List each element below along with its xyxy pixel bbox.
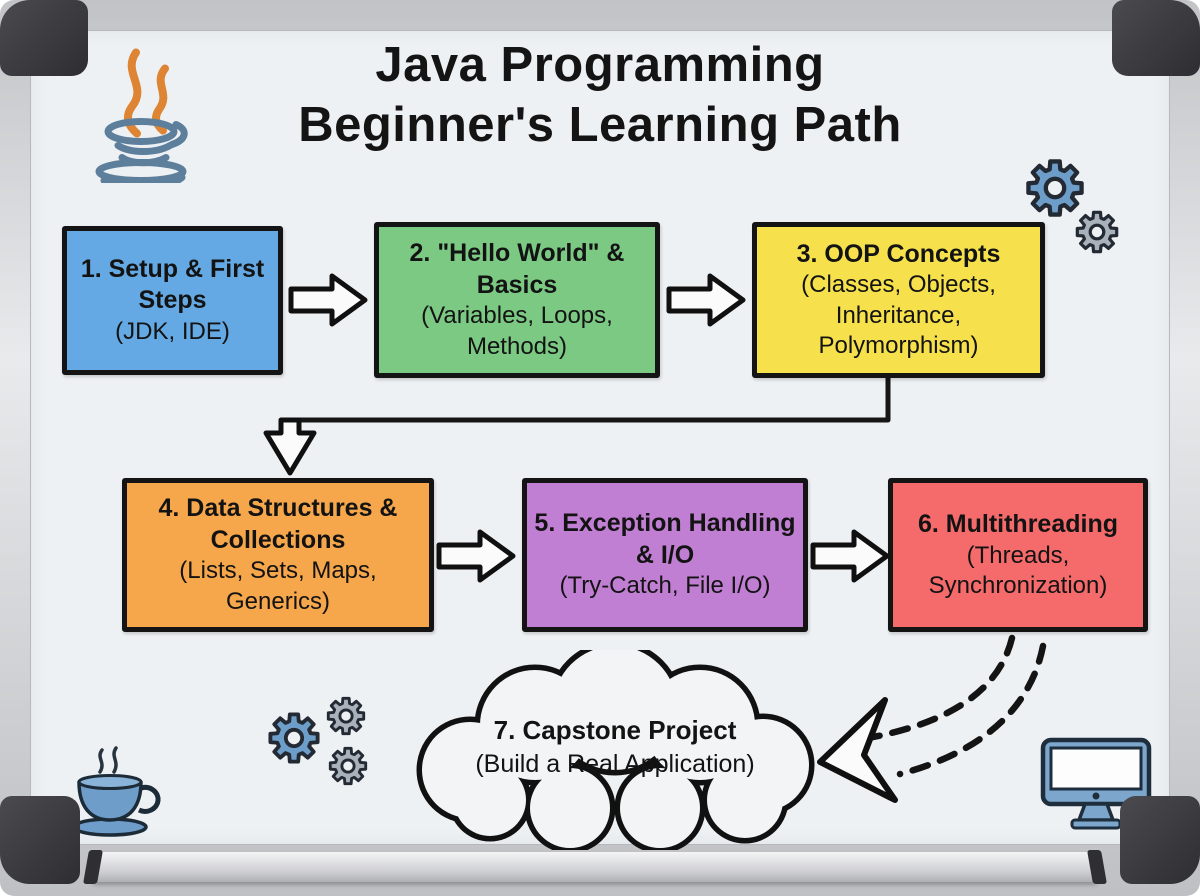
step-5-sub: (Try-Catch, File I/O) <box>559 572 771 600</box>
capstone-cloud <box>416 650 815 850</box>
step-box-1: 1. Setup & First Steps (JDK, IDE) <box>62 226 283 375</box>
step-6-heading: 6. Multithreading <box>918 510 1118 539</box>
step-6-sub: (Threads, Synchronization) <box>928 541 1108 599</box>
arrow-right-icon-4 <box>810 528 890 584</box>
coffee-cup-icon <box>72 746 161 837</box>
arrow-right-icon-3 <box>436 528 516 584</box>
connector-arrow-down <box>263 378 891 476</box>
arrow-right-icon-2 <box>666 272 746 328</box>
step-2-sub: (Variables, Loops, Methods) <box>421 302 613 360</box>
step-2-heading: 2. "Hello World" & Basics <box>409 239 625 299</box>
step-box-6: 6. Multithreading (Threads, Synchronizat… <box>888 478 1148 632</box>
step-1-heading: 1. Setup & First Steps <box>80 254 265 315</box>
computer-monitor-icon <box>1040 737 1152 830</box>
capstone-text: 7. Capstone Project (Build a Real Applic… <box>420 714 810 780</box>
step-4-sub: (Lists, Sets, Maps, Generics) <box>179 557 377 615</box>
frame-corner-bottom-left <box>0 796 80 884</box>
capstone-sub: (Build a Real Application) <box>475 749 755 778</box>
step-box-5: 5. Exception Handling & I/O (Try-Catch, … <box>522 478 808 632</box>
step-box-2: 2. "Hello World" & Basics (Variables, Lo… <box>374 222 660 378</box>
step-box-3: 3. OOP Concepts (Classes, Objects, Inher… <box>752 222 1045 378</box>
frame-corner-top-right <box>1112 0 1200 76</box>
marker-tray <box>83 850 1107 884</box>
frame-corner-top-left <box>0 0 88 76</box>
page-title: Java Programming Beginner's Learning Pat… <box>0 36 1200 156</box>
java-logo-icon <box>95 48 188 183</box>
marker-tray-end-cap-right <box>1087 850 1107 884</box>
step-5-heading: 5. Exception Handling & I/O <box>534 509 796 569</box>
marker-tray-end-cap-left <box>83 850 103 884</box>
step-3-sub: (Classes, Objects, Inheritance, Polymorp… <box>801 271 996 359</box>
capstone-heading: 7. Capstone Project <box>493 715 737 745</box>
dashed-arrow-icon <box>817 634 1047 803</box>
step-1-sub: (JDK, IDE) <box>115 317 230 345</box>
step-4-heading: 4. Data Structures & Collections <box>158 494 398 554</box>
step-box-4: 4. Data Structures & Collections (Lists,… <box>122 478 434 632</box>
arrow-right-icon-1 <box>288 272 368 328</box>
frame-corner-bottom-right <box>1120 796 1200 884</box>
step-3-heading: 3. OOP Concepts <box>796 239 1001 268</box>
title-line-2: Beginner's Learning Path <box>298 97 902 152</box>
title-line-1: Java Programming <box>375 38 825 92</box>
gears-icon-bottom-left <box>268 696 368 786</box>
